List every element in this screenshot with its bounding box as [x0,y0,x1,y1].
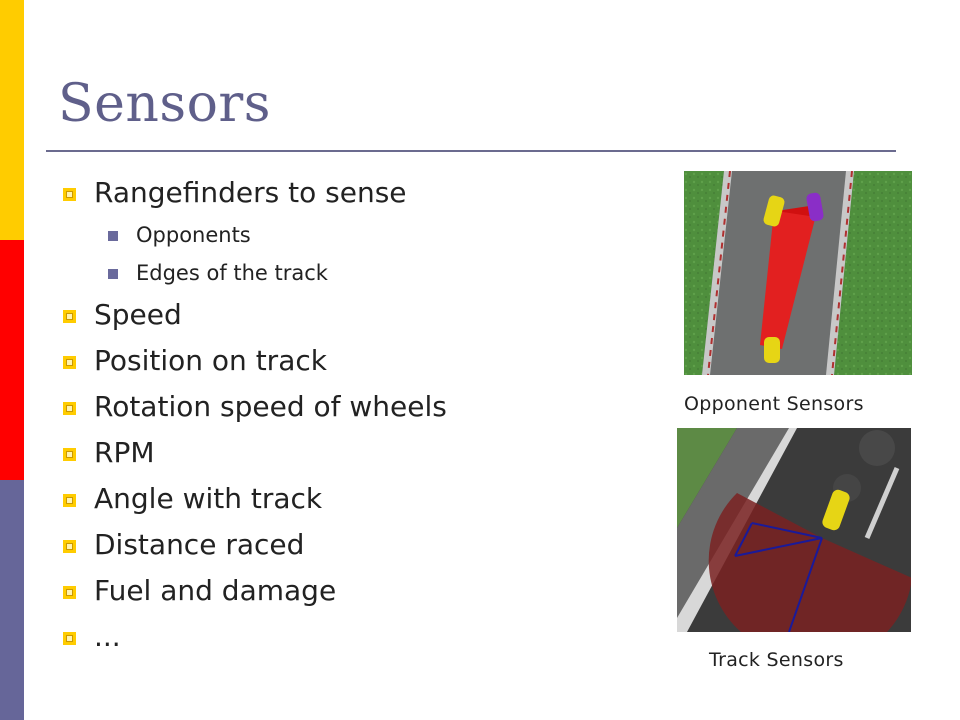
bullet-text: Position on track [94,344,327,377]
accent-bar-purple [0,480,24,720]
track-sensors-image [677,428,911,632]
square-bullet-icon [63,494,76,507]
bullet-text: Speed [94,298,182,331]
square-bullet-icon [63,586,76,599]
slide-title: Sensors [58,74,271,134]
sub-bullet-icon [108,231,118,241]
bullet-text: Rotation speed of wheels [94,390,447,423]
square-bullet-icon [63,310,76,323]
bullet-item: Distance raced [60,522,447,568]
bullet-list: Rangefinders to sense Opponents Edges of… [60,170,447,660]
track-sensors-caption: Track Sensors [709,649,844,671]
bullet-item: Fuel and damage [60,568,447,614]
bullet-item: Rotation speed of wheels [60,384,447,430]
bullet-text: ... [94,620,121,653]
sub-bullet-text: Opponents [136,223,251,247]
sub-bullet-item: Edges of the track [60,254,447,292]
bullet-item: RPM [60,430,447,476]
opponent-sensors-caption: Opponent Sensors [684,393,864,415]
bullet-item: Rangefinders to sense [60,170,447,216]
sub-bullet-icon [108,269,118,279]
bullet-item: Position on track [60,338,447,384]
bullet-text: Rangefinders to sense [94,176,407,209]
sub-bullet-item: Opponents [60,216,447,254]
bullet-item: Speed [60,292,447,338]
square-bullet-icon [63,632,76,645]
bullet-text: Distance raced [94,528,305,561]
square-bullet-icon [63,356,76,369]
bullet-text: Angle with track [94,482,323,515]
square-bullet-icon [63,448,76,461]
bullet-text: RPM [94,436,155,469]
square-bullet-icon [63,402,76,415]
square-bullet-icon [63,540,76,553]
accent-bar-red [0,240,24,480]
square-bullet-icon [63,188,76,201]
bullet-item: ... [60,614,447,660]
title-divider [46,150,896,152]
accent-bar-yellow [0,0,24,240]
bullet-item: Angle with track [60,476,447,522]
bullet-text: Fuel and damage [94,574,337,607]
opponent-sensors-image [684,171,912,375]
sub-bullet-text: Edges of the track [136,261,328,285]
